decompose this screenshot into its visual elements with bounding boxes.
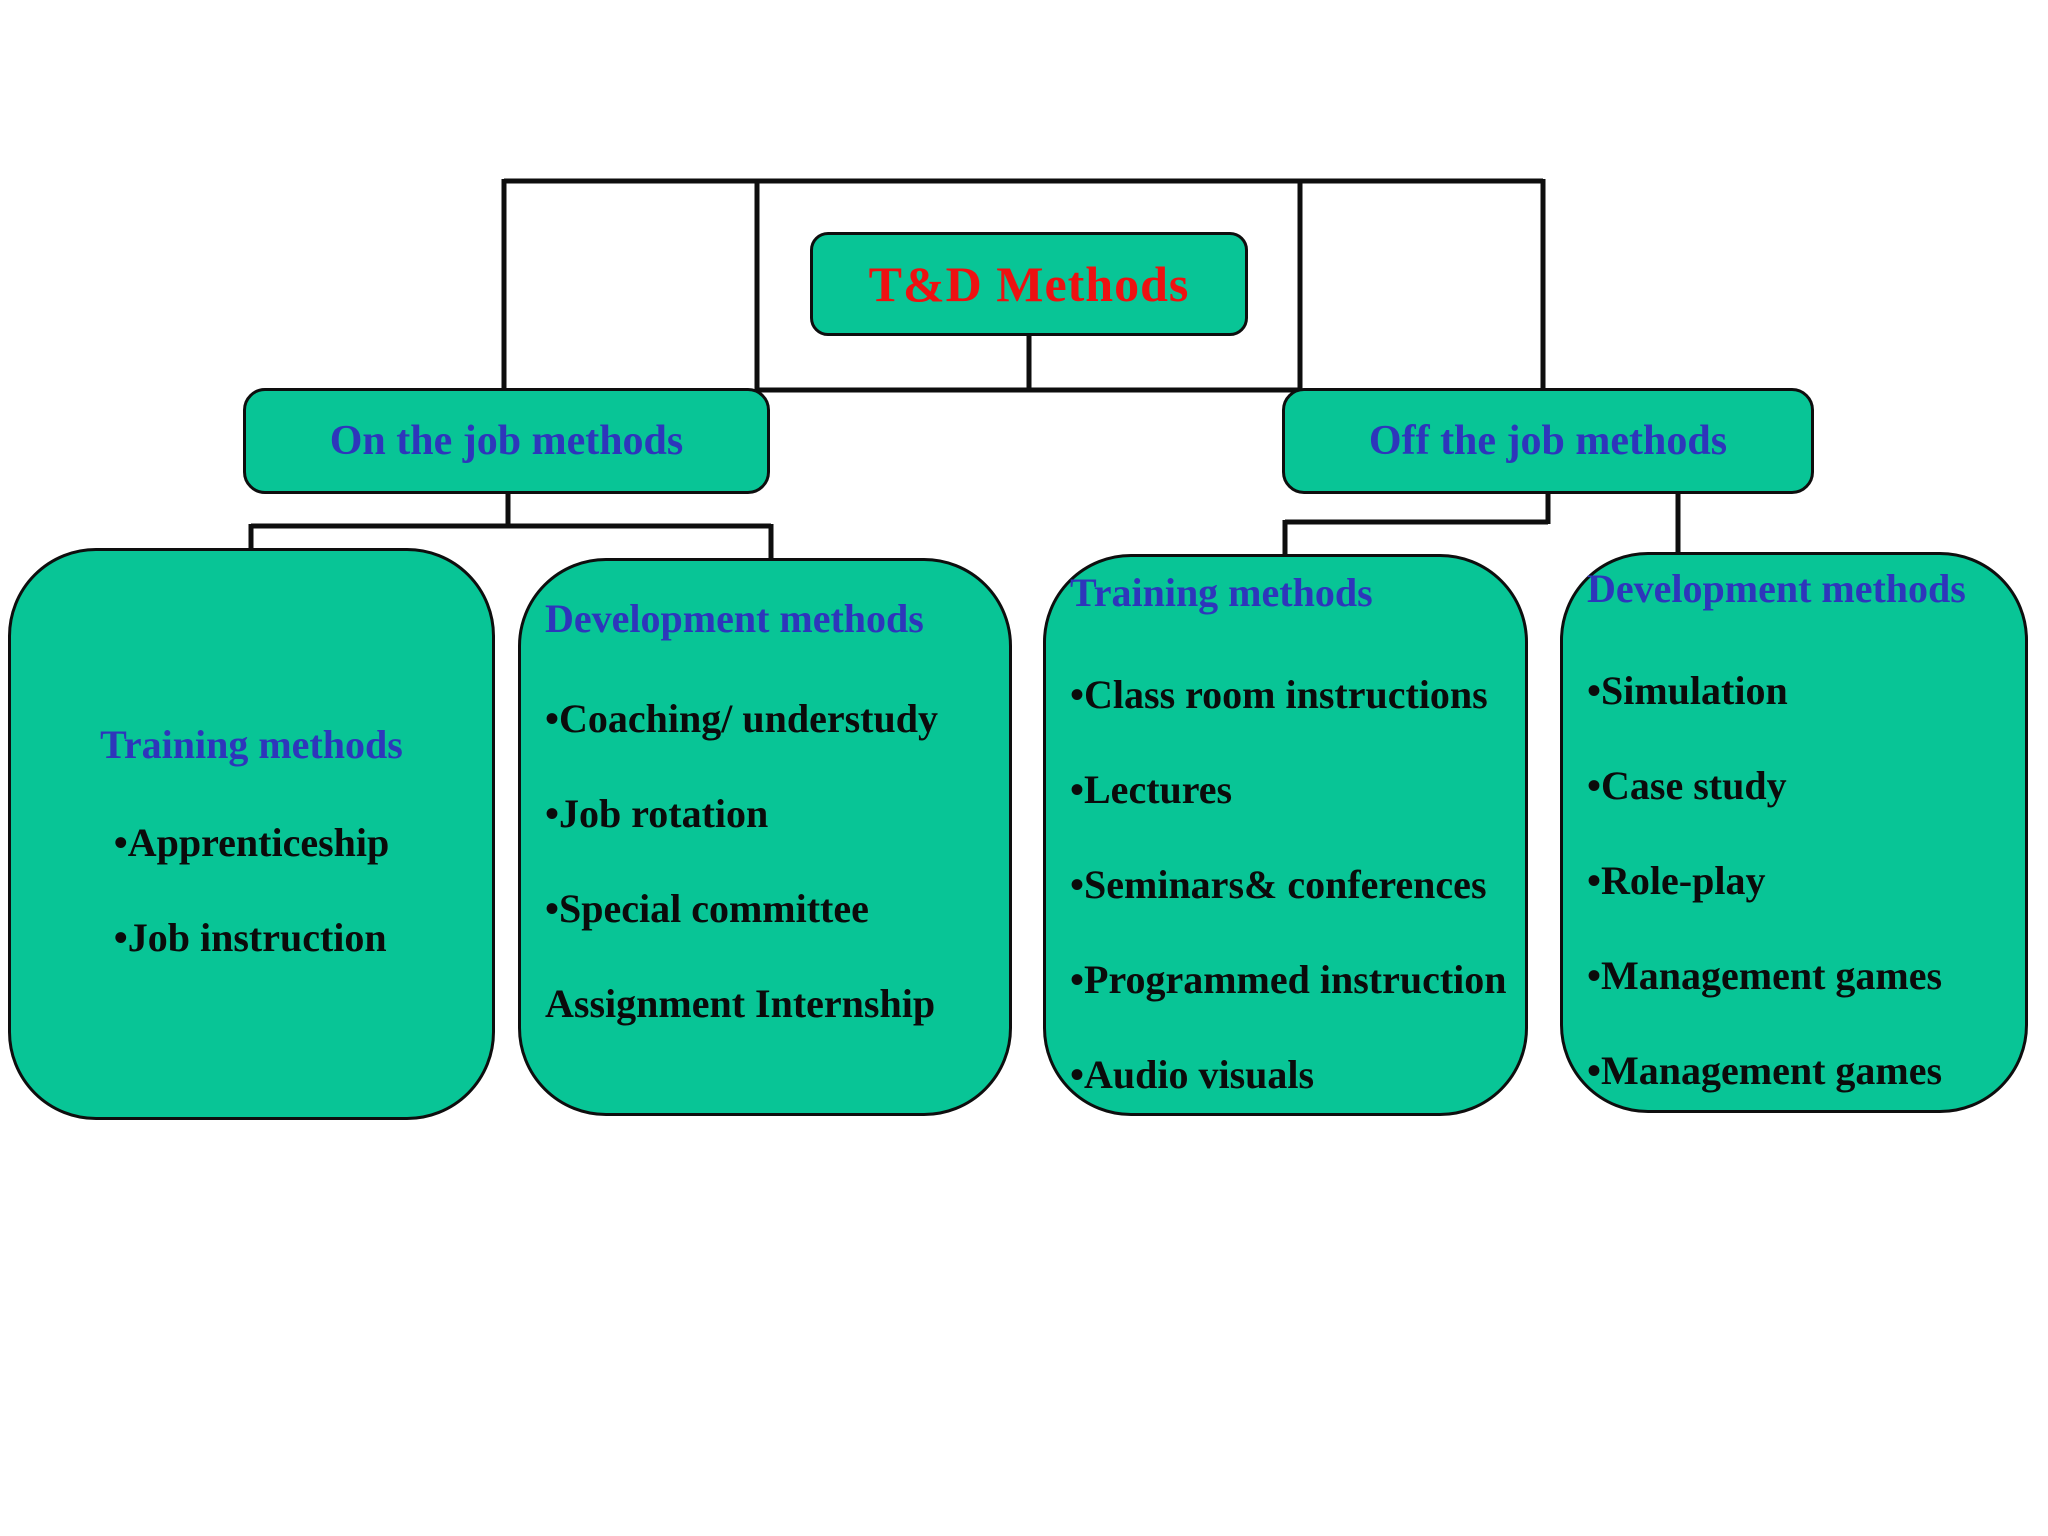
leaf-item: •Role-play [1587, 858, 1766, 903]
branch-node-off-the-job: Off the job methods [1282, 388, 1814, 494]
leaf-box-offjob-training: Training methods •Class room instruction… [1043, 554, 1528, 1116]
leaf-item: •Apprenticeship [113, 820, 390, 865]
branch-label: Off the job methods [1368, 418, 1728, 464]
leaf-item: •Seminars& conferences [1070, 862, 1487, 907]
root-node-td-methods: T&D Methods [810, 232, 1248, 336]
leaf-item: •Coaching/ understudy [545, 696, 938, 741]
leaf-item: •Audio visuals [1070, 1052, 1315, 1097]
leaf-item-list: •Class room instructions •Lectures •Semina… [1070, 647, 1515, 1122]
leaf-header: Training methods [1070, 570, 1373, 615]
root-title: T&D Methods [868, 256, 1190, 312]
leaf-item: •Job instruction [113, 915, 387, 960]
leaf-item: •Management games [1587, 953, 1943, 998]
leaf-item: •Programmed instruction [1070, 957, 1507, 1002]
leaf-item: Assignment Internship [545, 981, 936, 1026]
leaf-item: •Simulation [1587, 668, 1788, 713]
leaf-item: •Job rotation [545, 791, 769, 836]
leaf-item-list: •Simulation •Case study •Role-play •Managem… [1587, 643, 2015, 1118]
leaf-box-onjob-development: Development methods •Coaching/ understud… [518, 558, 1012, 1116]
leaf-item: •Management games [1587, 1048, 1943, 1093]
branch-node-on-the-job: On the job methods [243, 388, 770, 494]
leaf-item: •Class room instructions [1070, 672, 1488, 717]
leaf-box-offjob-development: Development methods •Simulation •Case stu… [1560, 552, 2028, 1113]
leaf-item-list: •Coaching/ understudy •Job rotation •Speci… [545, 671, 999, 1051]
leaf-item: •Special committee [545, 886, 869, 931]
leaf-header: Training methods [100, 722, 403, 767]
leaf-header: Development methods [1587, 566, 1966, 611]
branch-label: On the job methods [329, 418, 684, 464]
leaf-item: •Case study [1587, 763, 1787, 808]
leaf-item: •Lectures [1070, 767, 1233, 812]
leaf-box-onjob-training: Training methods •Apprenticeship •Job ins… [8, 548, 495, 1120]
leaf-item-list: •Apprenticeship •Job instruction [114, 795, 390, 985]
leaf-header: Development methods [545, 596, 924, 641]
